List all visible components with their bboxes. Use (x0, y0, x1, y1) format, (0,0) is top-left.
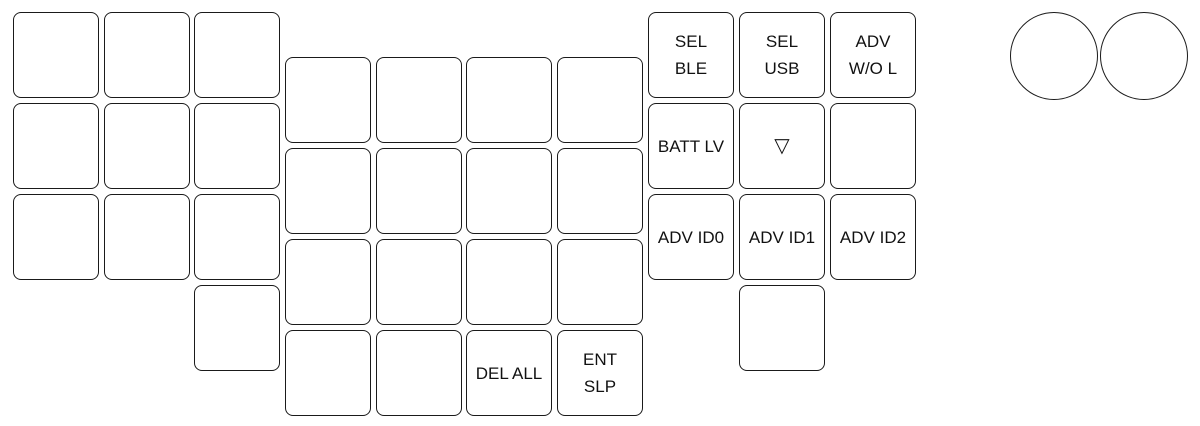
triangle-down-icon: ▽ (774, 134, 790, 157)
key-mid-r1c3[interactable] (466, 57, 552, 143)
key-adv-id0[interactable]: ADV ID0 (648, 194, 734, 280)
key-del-all-label: DEL ALL (475, 363, 543, 383)
rotary-knob-right[interactable] (1100, 12, 1188, 100)
key-mid-r1c2[interactable] (376, 57, 462, 143)
key-adv-id1[interactable]: ADV ID1 (739, 194, 825, 280)
key-adv-id2[interactable]: ADV ID2 (830, 194, 916, 280)
key-ent-slp-line1: ENT (583, 350, 617, 369)
key-left-r1c1[interactable] (13, 12, 99, 98)
key-adv-wo-l[interactable]: ADV W/O L (830, 12, 916, 98)
key-sel-ble-line2: BLE (674, 59, 708, 78)
key-left-r1c3[interactable] (194, 12, 280, 98)
key-right-r2c3[interactable] (830, 103, 916, 189)
key-mid-r2c3[interactable] (466, 148, 552, 234)
key-sel-usb-line1: SEL (765, 32, 799, 51)
key-mid-r4c1[interactable] (285, 330, 371, 416)
key-mid-r1c1[interactable] (285, 57, 371, 143)
key-mid-r2c1[interactable] (285, 148, 371, 234)
key-mid-r3c4[interactable] (557, 239, 643, 325)
key-left-r3c2[interactable] (104, 194, 190, 280)
key-ent-slp[interactable]: ENT SLP (557, 330, 643, 416)
key-sel-usb[interactable]: SEL USB (739, 12, 825, 98)
key-mid-r4c2[interactable] (376, 330, 462, 416)
key-mid-r2c2[interactable] (376, 148, 462, 234)
key-right-r4c2[interactable] (739, 285, 825, 371)
key-left-r2c3[interactable] (194, 103, 280, 189)
key-del-all[interactable]: DEL ALL (466, 330, 552, 416)
key-adv-id0-label: ADV ID0 (657, 227, 725, 247)
key-mid-r2c4[interactable] (557, 148, 643, 234)
key-mid-r1c4[interactable] (557, 57, 643, 143)
key-left-r3c1[interactable] (13, 194, 99, 280)
key-mid-r3c1[interactable] (285, 239, 371, 325)
key-triangle[interactable]: ▽ (739, 103, 825, 189)
key-adv-id2-label: ADV ID2 (839, 227, 907, 247)
key-sel-ble[interactable]: SEL BLE (648, 12, 734, 98)
key-left-r3c3[interactable] (194, 194, 280, 280)
key-batt-lv[interactable]: BATT LV (648, 103, 734, 189)
key-adv-wo-l-line2: W/O L (848, 59, 898, 78)
key-left-r2c2[interactable] (104, 103, 190, 189)
key-adv-id1-label: ADV ID1 (748, 227, 816, 247)
key-sel-usb-line2: USB (764, 59, 800, 78)
key-batt-lv-label: BATT LV (657, 136, 725, 156)
key-mid-r3c2[interactable] (376, 239, 462, 325)
rotary-knob-left[interactable] (1010, 12, 1098, 100)
key-sel-ble-line1: SEL (674, 32, 708, 51)
key-mid-r3c3[interactable] (466, 239, 552, 325)
key-left-r4c3[interactable] (194, 285, 280, 371)
key-left-r1c2[interactable] (104, 12, 190, 98)
key-left-r2c1[interactable] (13, 103, 99, 189)
key-ent-slp-line2: SLP (583, 377, 617, 396)
key-adv-wo-l-line1: ADV (855, 32, 891, 51)
